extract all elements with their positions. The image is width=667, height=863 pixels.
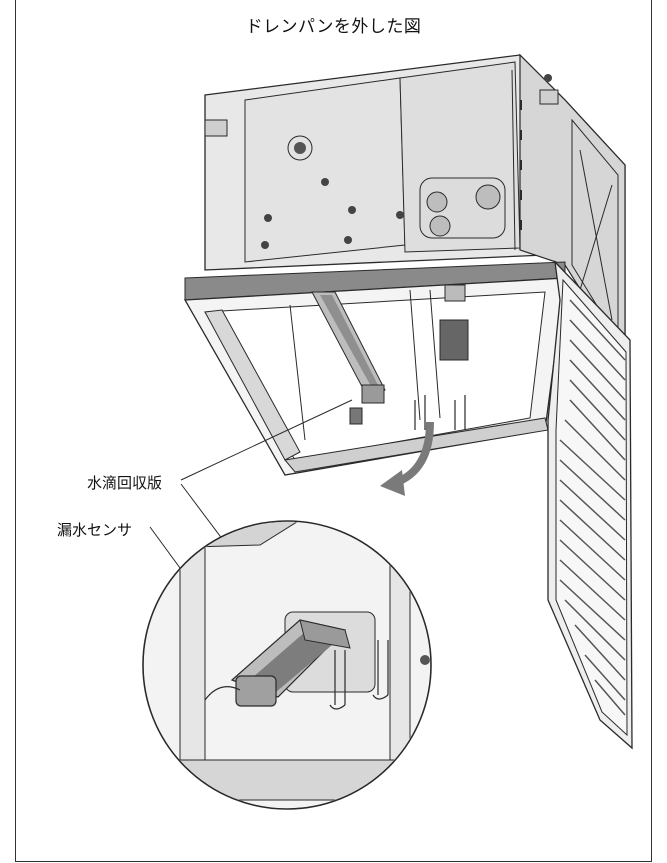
leak-sensor-label: 漏水センサ bbox=[57, 521, 133, 539]
drip-tray-label: 水滴回収版 bbox=[87, 474, 163, 492]
lower-frame bbox=[183, 277, 566, 476]
drip-tray-upper bbox=[311, 291, 466, 430]
detail-magnifier bbox=[142, 520, 432, 810]
figure-title: ドレンパンを外した図 bbox=[245, 17, 422, 37]
page-border bbox=[15, 0, 652, 862]
rotate-arrow-icon bbox=[380, 421, 434, 496]
grille-panel bbox=[547, 260, 633, 750]
